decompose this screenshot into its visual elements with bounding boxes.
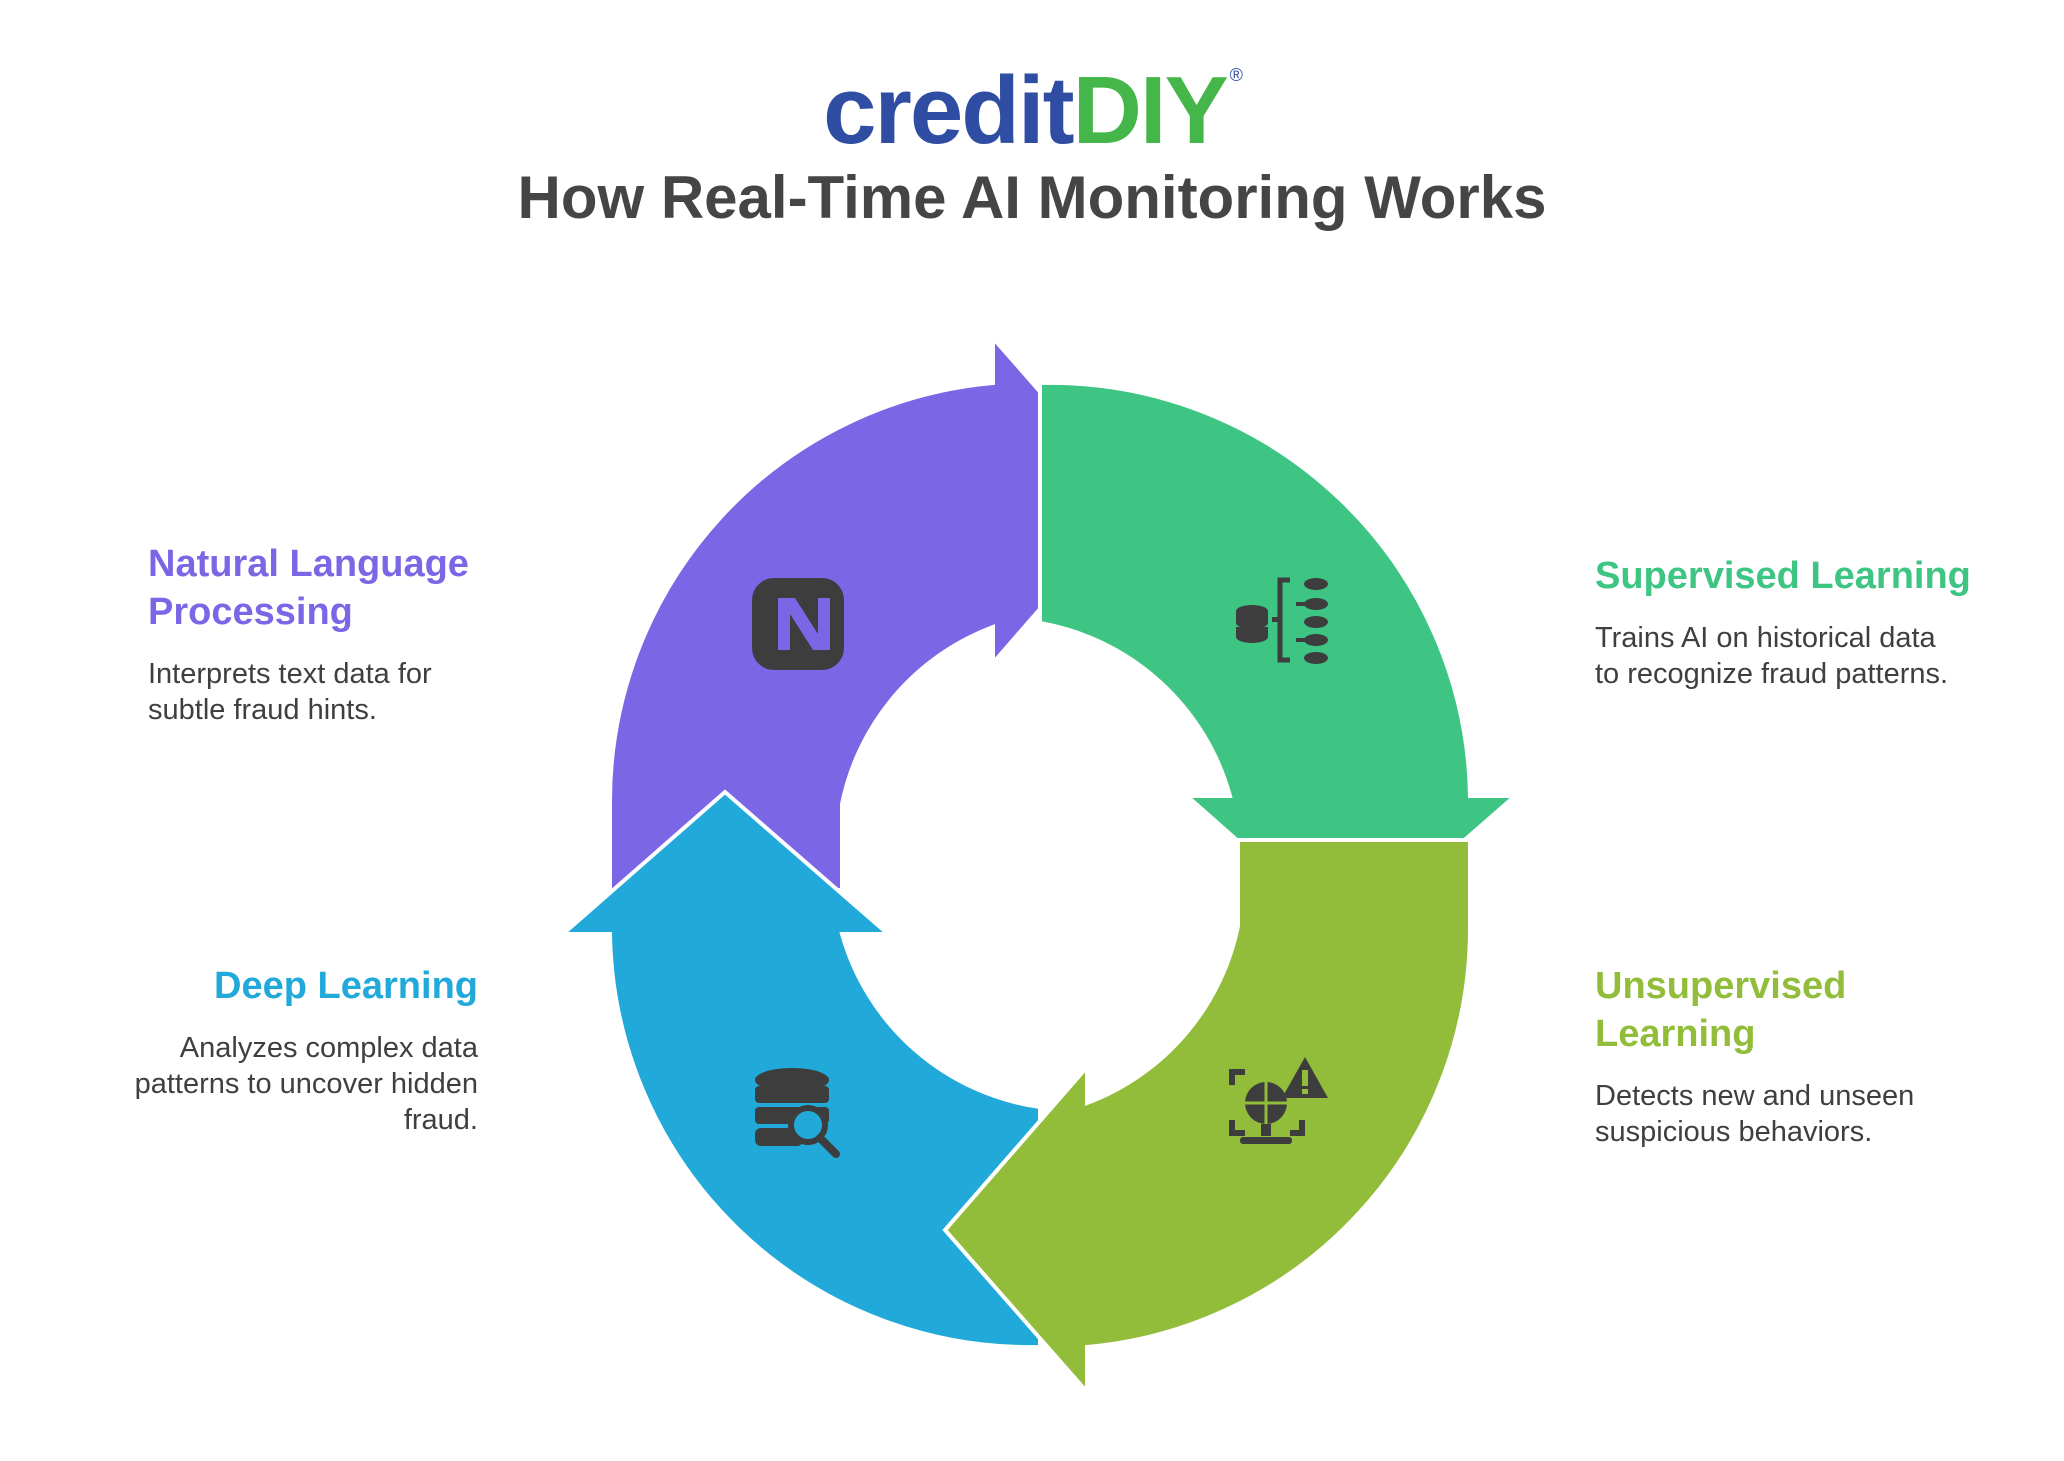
step-unsupervised-desc-line1: Detects new and unseen (1595, 1080, 1915, 1112)
step-unsupervised-title-line1: Unsupervised (1595, 965, 1847, 1007)
step-deep-desc-line2: patterns to uncover hidden (134, 1068, 478, 1100)
step-deep-desc-line3: fraud. (403, 1104, 478, 1136)
step-deep-title-line1: Deep Learning (214, 965, 478, 1007)
step-unsupervised-description: Detects new and unseen suspicious behavi… (1595, 1078, 2015, 1150)
step-nlp-title-line1: Natural Language (148, 543, 469, 585)
step-unsupervised-title: Unsupervised Learning (1595, 962, 2015, 1058)
step-nlp-title-line2: Processing (148, 591, 353, 633)
brand-logo-part2: DIY (1072, 57, 1229, 164)
step-unsupervised-desc-line2: suspicious behaviors. (1595, 1116, 1873, 1148)
step-nlp-label: Natural Language Processing Interprets t… (148, 540, 508, 728)
brand-logo-part1: credit (823, 57, 1074, 164)
nlp-n-icon (752, 578, 844, 670)
step-supervised-title-line1: Supervised Learning (1595, 555, 1971, 597)
step-nlp-description: Interprets text data for subtle fraud hi… (148, 656, 508, 728)
step-deep-label: Deep Learning Analyzes complex data patt… (100, 962, 478, 1138)
step-deep-title: Deep Learning (100, 962, 478, 1010)
page-title: How Real-Time AI Monitoring Works (517, 164, 1547, 231)
warning-scan-icon (1229, 1057, 1328, 1144)
step-supervised-title: Supervised Learning (1595, 552, 2015, 600)
step-unsupervised-title-line2: Learning (1595, 1013, 1756, 1055)
step-unsupervised-label: Unsupervised Learning Detects new and un… (1595, 962, 2015, 1150)
database-search-icon (755, 1068, 840, 1158)
step-deep-desc-line1: Analyzes complex data (179, 1032, 478, 1064)
step-deep-description: Analyzes complex data patterns to uncove… (100, 1030, 478, 1138)
arrow-nlp (608, 332, 1138, 892)
brand-logo: creditDIY® (0, 20, 2064, 166)
registered-mark: ® (1229, 65, 1243, 85)
step-nlp-title: Natural Language Processing (148, 540, 508, 636)
step-supervised-desc-line1: Trains AI on historical data (1595, 622, 1936, 654)
step-supervised-label: Supervised Learning Trains AI on histori… (1595, 552, 2015, 692)
arrow-unsupervised (942, 838, 1472, 1398)
step-nlp-desc-line1: Interprets text data for (148, 658, 432, 690)
step-nlp-desc-line2: subtle fraud hints. (148, 694, 377, 726)
step-supervised-description: Trains AI on historical data to recogniz… (1595, 620, 2015, 692)
step-supervised-desc-line2: to recognize fraud patterns. (1595, 658, 1949, 690)
database-sort-icon (1236, 577, 1328, 664)
